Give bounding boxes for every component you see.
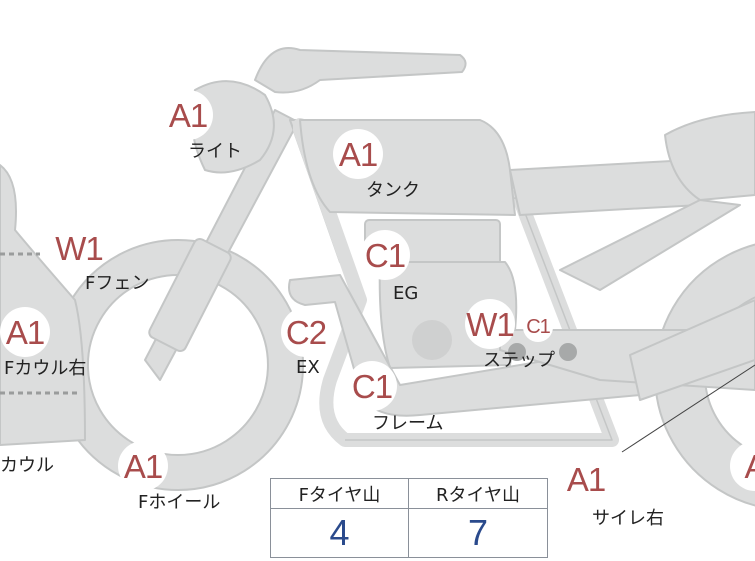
grade-light: A1 [163, 90, 213, 140]
tire-tread-table: Fタイヤ山 Rタイヤ山 4 7 [270, 478, 548, 558]
grade-f-fender: W1 [54, 223, 104, 273]
rear-cowl [664, 111, 755, 201]
rear-tire-header: Rタイヤ山 [409, 479, 547, 509]
grade-frame: C1 [347, 361, 397, 411]
front-tire-header: Fタイヤ山 [271, 479, 409, 509]
label-step: ステップ [483, 350, 555, 371]
label-engine: EG [393, 283, 419, 304]
grade-tank: A1 [333, 129, 383, 179]
front-tire-value: 4 [271, 509, 409, 557]
rear-tire-value: 7 [467, 512, 489, 553]
grade-f-cowl-right: A1 [0, 307, 50, 357]
seat [509, 159, 701, 216]
headlight [190, 80, 275, 174]
grade-engine: C1 [360, 230, 410, 280]
grade-step-secondary: C1 [523, 312, 553, 342]
grade-exhaust: C2 [281, 307, 331, 357]
label-exhaust: EX [296, 357, 320, 378]
rear-strut [629, 299, 755, 401]
label-cowl: カウル [0, 455, 54, 476]
silencer-leader [621, 364, 755, 453]
rear-subframe [559, 199, 741, 291]
grade-step: W1 [465, 299, 515, 349]
handlebar [254, 47, 467, 94]
label-f-cowl-right: Fカウル右 [4, 358, 87, 379]
label-light: ライト [188, 141, 242, 162]
fork-tube [148, 237, 232, 353]
label-f-wheel: Fホイール [138, 492, 221, 513]
engine-cover [412, 320, 452, 360]
step-peg-2 [559, 343, 577, 361]
grade-f-wheel: A1 [118, 441, 168, 491]
front-cowl [0, 164, 86, 446]
label-silencer-right: サイレ右 [592, 508, 664, 529]
grade-silencer-right: A1 [561, 454, 611, 504]
label-tank: タンク [366, 180, 420, 201]
step-peg [508, 343, 526, 361]
label-frame: フレーム [372, 413, 444, 434]
label-f-fender: Fフェン [85, 273, 150, 294]
